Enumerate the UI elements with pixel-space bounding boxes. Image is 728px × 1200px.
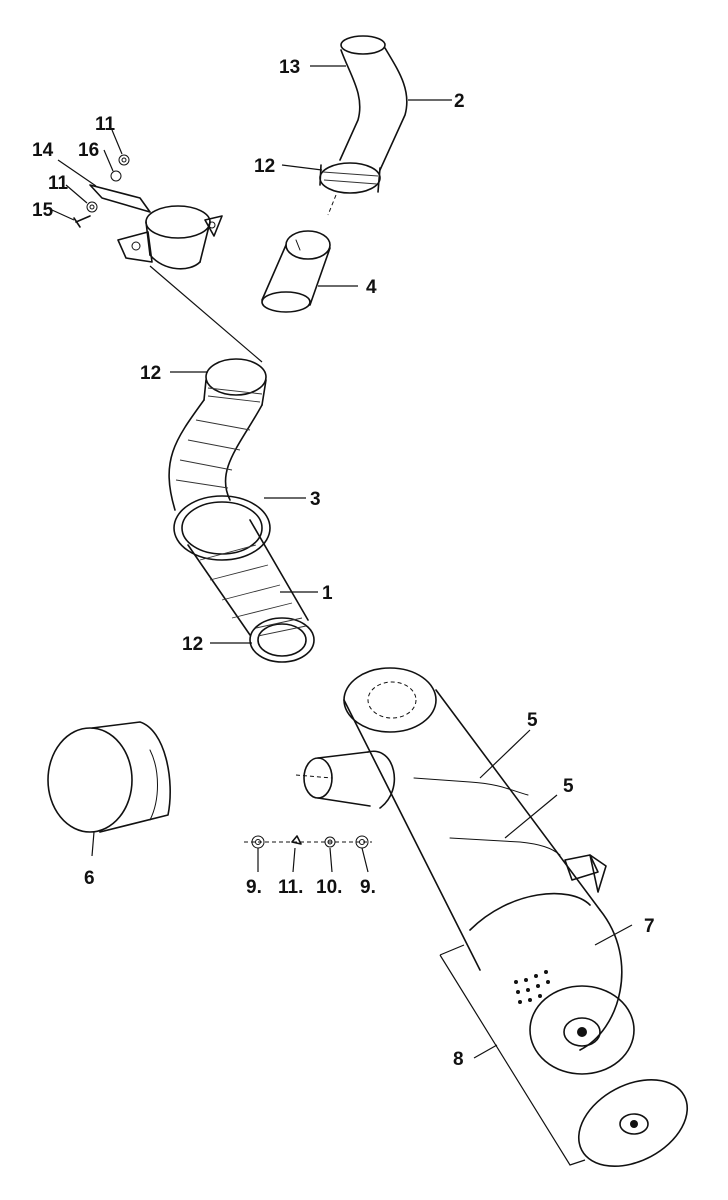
mounting-bracket [89, 184, 263, 363]
callout-6: 6 [84, 868, 95, 889]
leader-lines [170, 65, 452, 644]
callout-14: 14 [32, 140, 54, 161]
end-cover [439, 944, 689, 1168]
callout-1: 1 [322, 583, 333, 604]
callout-16: 16 [78, 140, 99, 161]
callout-12-bot: 12 [182, 634, 203, 655]
straight-tube [261, 230, 331, 313]
callout-3: 3 [310, 489, 321, 510]
callout-9-a: 9. [246, 877, 262, 898]
callout-11-c: 11. [278, 877, 303, 898]
main-intake-hose [168, 358, 315, 663]
air-cleaner-housing [295, 667, 635, 1075]
callout-10: 10. [316, 877, 342, 898]
callout-13: 13 [279, 57, 300, 78]
callout-12-mid: 12 [140, 363, 161, 384]
callout-9-b: 9. [360, 877, 376, 898]
callout-15: 15 [32, 200, 54, 221]
callout-12-top: 12 [254, 156, 275, 177]
callout-7: 7 [644, 916, 655, 937]
dust-cap [47, 721, 171, 857]
vent-holes [514, 970, 550, 1004]
callout-8: 8 [453, 1049, 464, 1070]
upper-elbow-hose [319, 35, 408, 216]
callout-5-b: 5 [563, 776, 574, 797]
callout-4: 4 [366, 277, 377, 298]
callout-2: 2 [454, 91, 465, 112]
bracket-fasteners [51, 129, 130, 228]
callout-11-b: 11 [48, 173, 69, 194]
callout-labels: 13 2 12 11 16 14 11 15 4 12 3 1 12 5 5 6… [32, 57, 655, 1070]
small-hardware [244, 835, 372, 873]
callout-5-a: 5 [527, 710, 538, 731]
callout-11-a: 11 [95, 114, 116, 135]
